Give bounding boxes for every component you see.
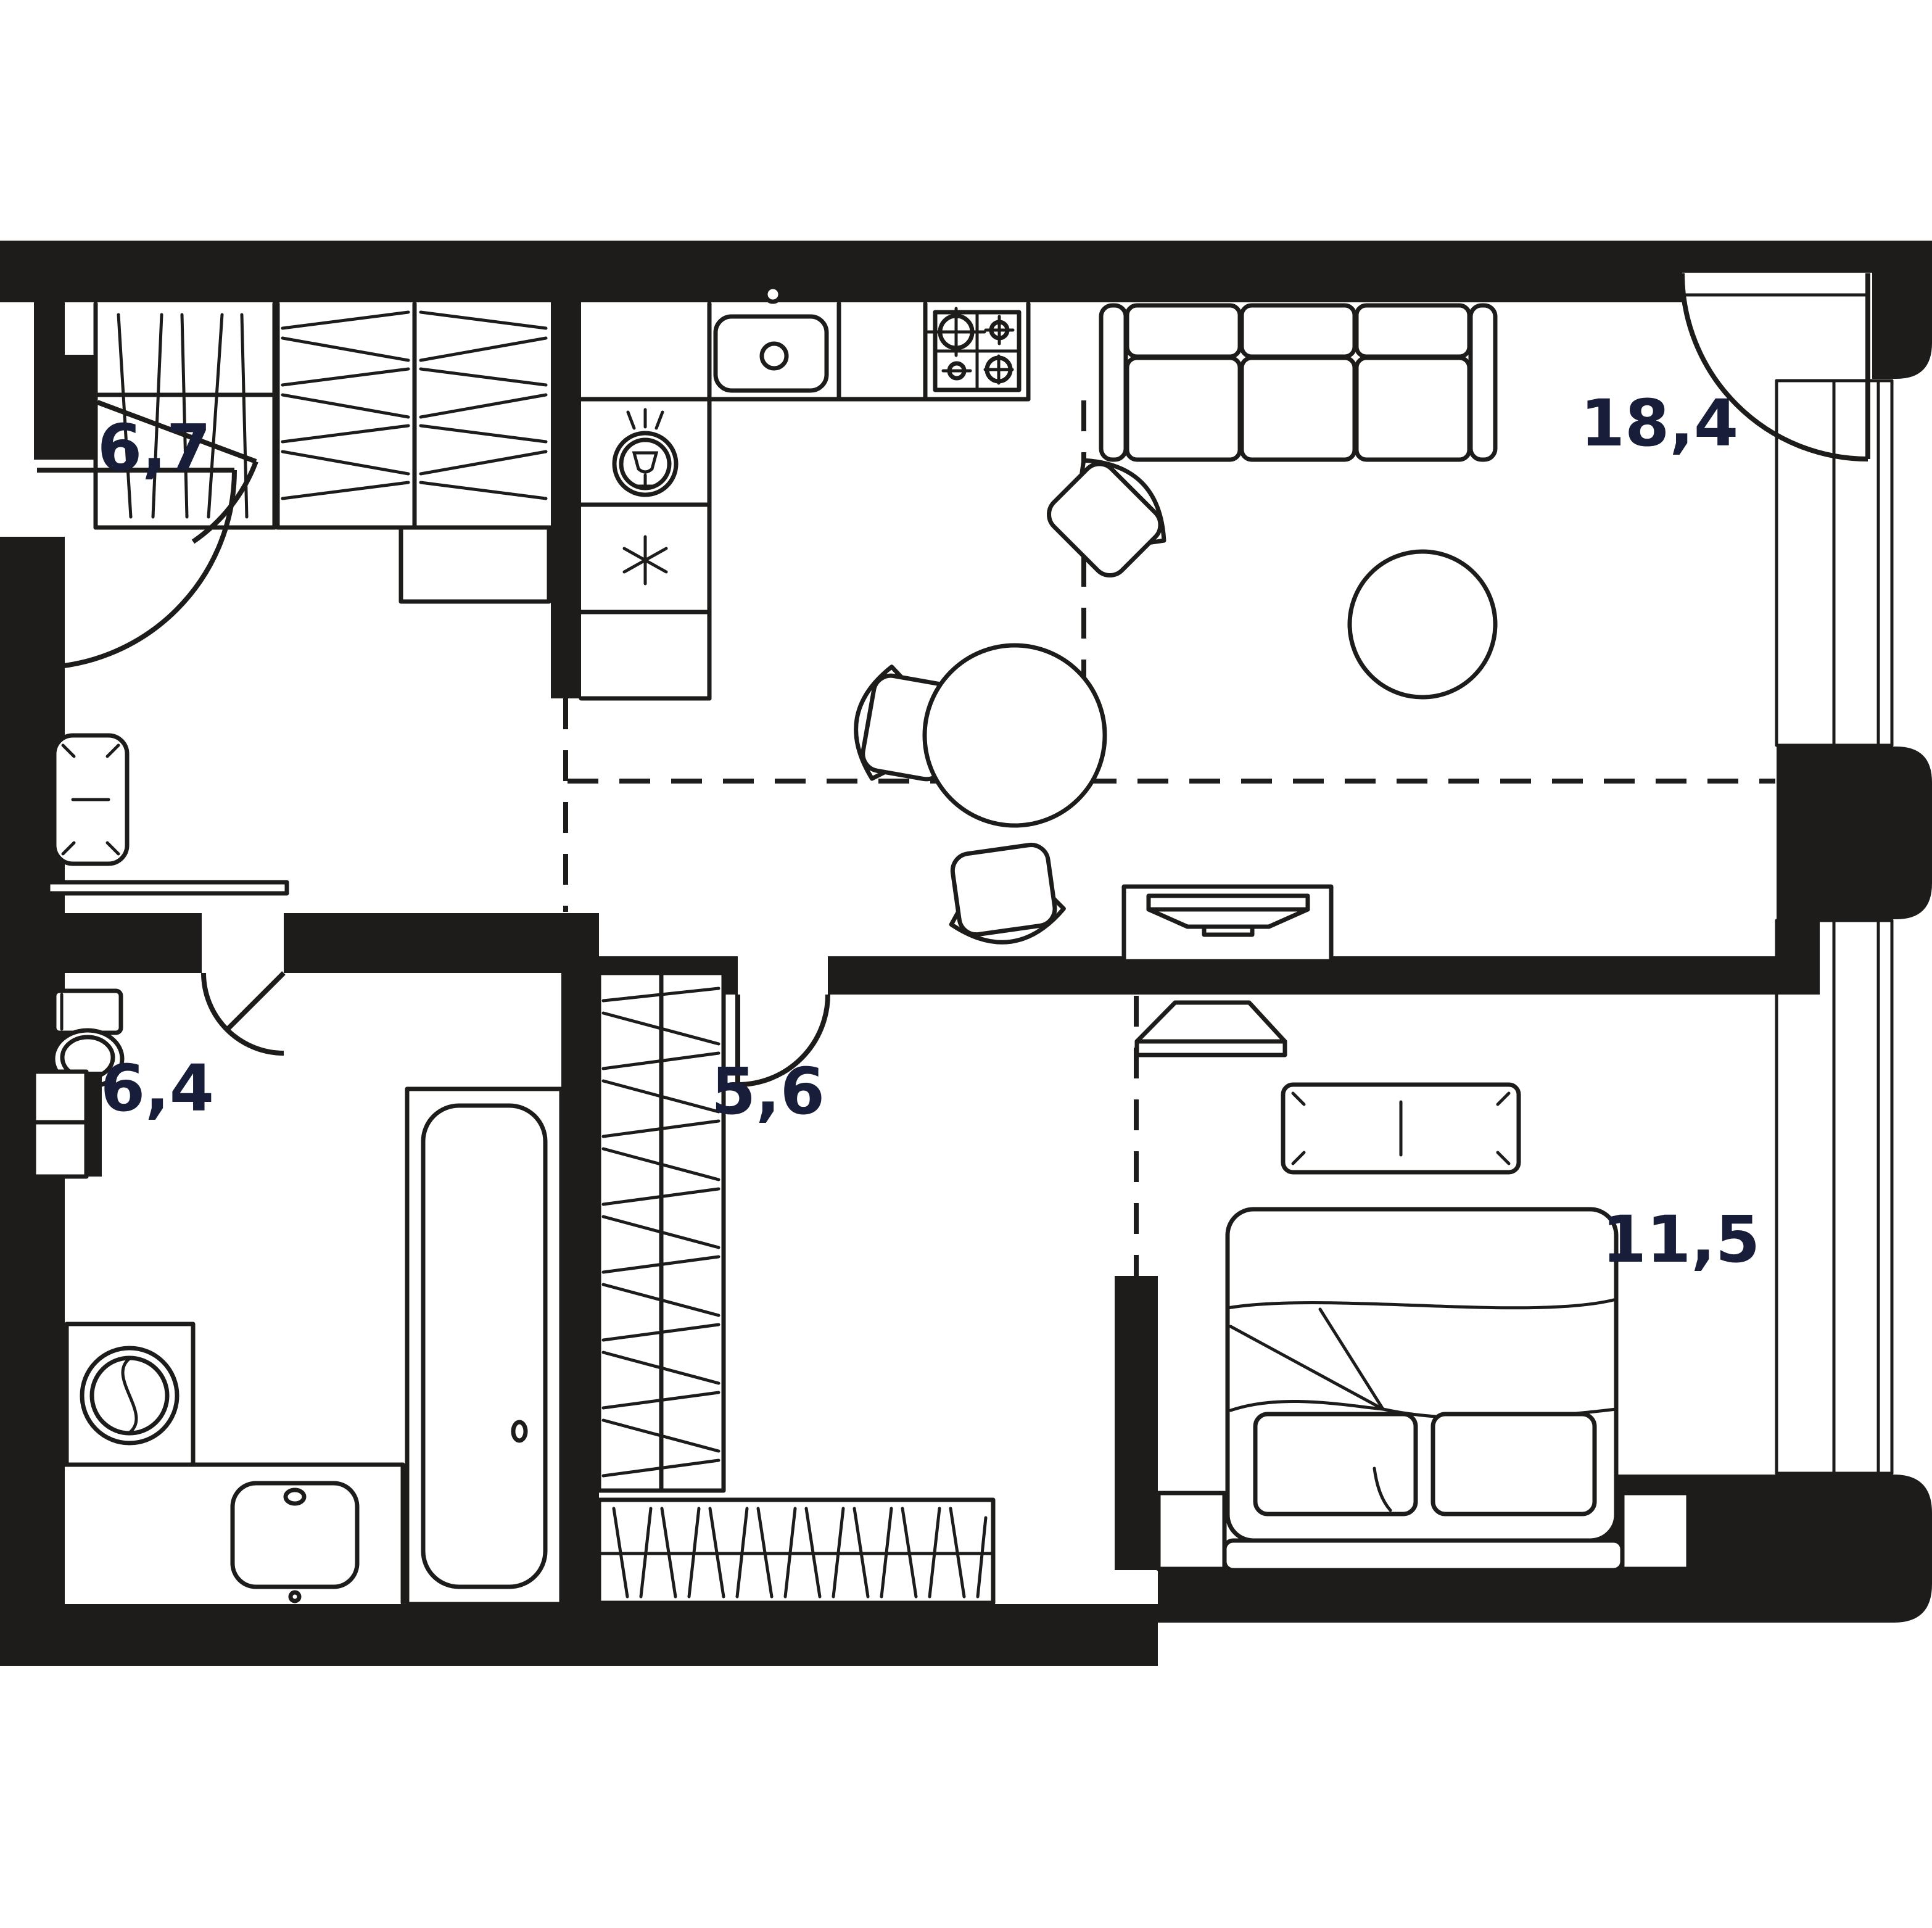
- shoe-rack: [597, 1497, 996, 1605]
- gas-stove: [926, 307, 1022, 392]
- balcony-door-swing-arc: [1680, 273, 1868, 461]
- bedroom-left-wall: [1115, 1276, 1158, 1570]
- faucet-icon: [283, 1487, 307, 1506]
- bench: [52, 733, 130, 866]
- windows: [1775, 379, 1894, 1475]
- interior-walls: [0, 302, 1820, 1610]
- kitchen-counter: [579, 301, 1031, 701]
- entry-kitchen-wall: [551, 302, 581, 698]
- bathroom-corridor-wall: [561, 913, 599, 1610]
- corridor-wardrobe: [597, 970, 726, 1493]
- tv-bedroom: [1134, 1000, 1287, 1057]
- pillow: [1253, 1412, 1418, 1516]
- room-area-label-corridor: 5,6: [711, 1054, 825, 1129]
- freezer-snowflake-icon: [622, 535, 668, 585]
- hanger-rod-closet: [93, 301, 277, 530]
- bathtub: [405, 1086, 564, 1607]
- entrance-niche-stub: [65, 355, 97, 460]
- vent-shafts: [31, 1069, 102, 1179]
- console-shelf: [46, 880, 289, 896]
- bedroom: 11,5: [1134, 1000, 1761, 1573]
- tv-console: [1121, 884, 1334, 964]
- room-area-label-bedroom: 11,5: [1602, 1202, 1761, 1277]
- bathroom: 6,4: [31, 988, 564, 1607]
- bathroom-door-leaf: [225, 971, 286, 1032]
- vanity-sink: [62, 1462, 405, 1605]
- bathroom-door-swing-arc: [201, 972, 284, 1056]
- double-bed: [1222, 1207, 1625, 1573]
- inner-entry-door-swing-arc: [36, 470, 237, 670]
- corridor: 5,6: [597, 970, 996, 1605]
- entry-hall: 6,7: [46, 301, 553, 896]
- dining-table-set: [847, 442, 1182, 950]
- dining-chair: [942, 842, 1067, 950]
- sofa: [1099, 303, 1498, 462]
- room-area-label-entry: 6,7: [97, 410, 211, 486]
- room-area-label-bathroom: 6,4: [101, 1051, 214, 1126]
- bathroom-door: [201, 971, 286, 1056]
- wall-over-balcony-door: [1682, 241, 1872, 273]
- tv-living: [1146, 893, 1310, 937]
- drain-icon: [511, 1420, 528, 1443]
- headboard: [1222, 1538, 1625, 1573]
- washing-machine: [64, 1322, 196, 1467]
- wardrobe-drawer-box: [398, 525, 551, 604]
- dresser: [1281, 1082, 1521, 1175]
- living-area: 18,4: [1099, 303, 1739, 964]
- balcony-door: [1680, 273, 1870, 461]
- round-rug: [1347, 549, 1498, 700]
- kitchen-sink: [713, 284, 829, 393]
- drain-icon: [759, 341, 789, 371]
- dining-table: [922, 643, 1107, 828]
- zone-dashed-lines: [563, 400, 1775, 1276]
- kitchen: [579, 284, 1182, 950]
- entry-wardrobe: [275, 301, 553, 604]
- room-area-label-living: 18,4: [1580, 386, 1739, 461]
- nightstand: [1620, 1491, 1691, 1571]
- corridor-door: [735, 994, 830, 1087]
- dining-chair: [1036, 442, 1182, 589]
- pillow: [1430, 1412, 1597, 1516]
- top-right-wall-block: [1872, 241, 1932, 379]
- dishwasher-icon: [612, 408, 679, 497]
- faucet-icon: [763, 284, 783, 304]
- corridor-door-swing-arc: [737, 994, 830, 1087]
- nightstand: [1156, 1491, 1227, 1571]
